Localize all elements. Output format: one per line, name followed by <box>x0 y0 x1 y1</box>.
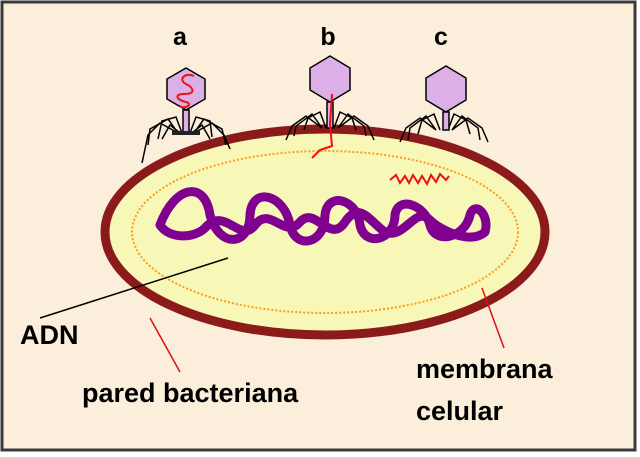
dna-label: ADN <box>20 320 79 350</box>
phage-a-tail <box>182 109 190 133</box>
phage-b: b <box>285 23 375 159</box>
membrane-leader-line <box>481 287 505 349</box>
cell-wall-label: pared bacteriana <box>82 378 299 408</box>
phage-c: c <box>399 23 489 143</box>
injected-viral-dna <box>389 172 450 187</box>
dna-leader-line <box>39 257 229 319</box>
phage-a-baseplate <box>172 131 200 135</box>
phage-a-dna <box>176 74 195 109</box>
phage-b-label: b <box>320 23 335 51</box>
phage-a: a <box>141 23 231 164</box>
phage-c-tail-fibers <box>399 112 489 143</box>
membrane-label-line2: celular <box>416 396 504 426</box>
phage-b-tail-fibers <box>285 110 375 141</box>
cell-wall-leader-line <box>149 317 181 373</box>
membrane-label-line1: membrana <box>416 354 554 384</box>
phage-c-label: c <box>434 23 448 51</box>
phage-c-tail <box>442 111 450 131</box>
cell-membrane <box>131 150 519 314</box>
bacterium <box>100 124 550 340</box>
phage-a-label: a <box>173 23 188 51</box>
phage-a-tail-fibers <box>141 116 231 164</box>
phage-b-dna <box>311 93 334 159</box>
bacterial-dna <box>155 187 491 246</box>
